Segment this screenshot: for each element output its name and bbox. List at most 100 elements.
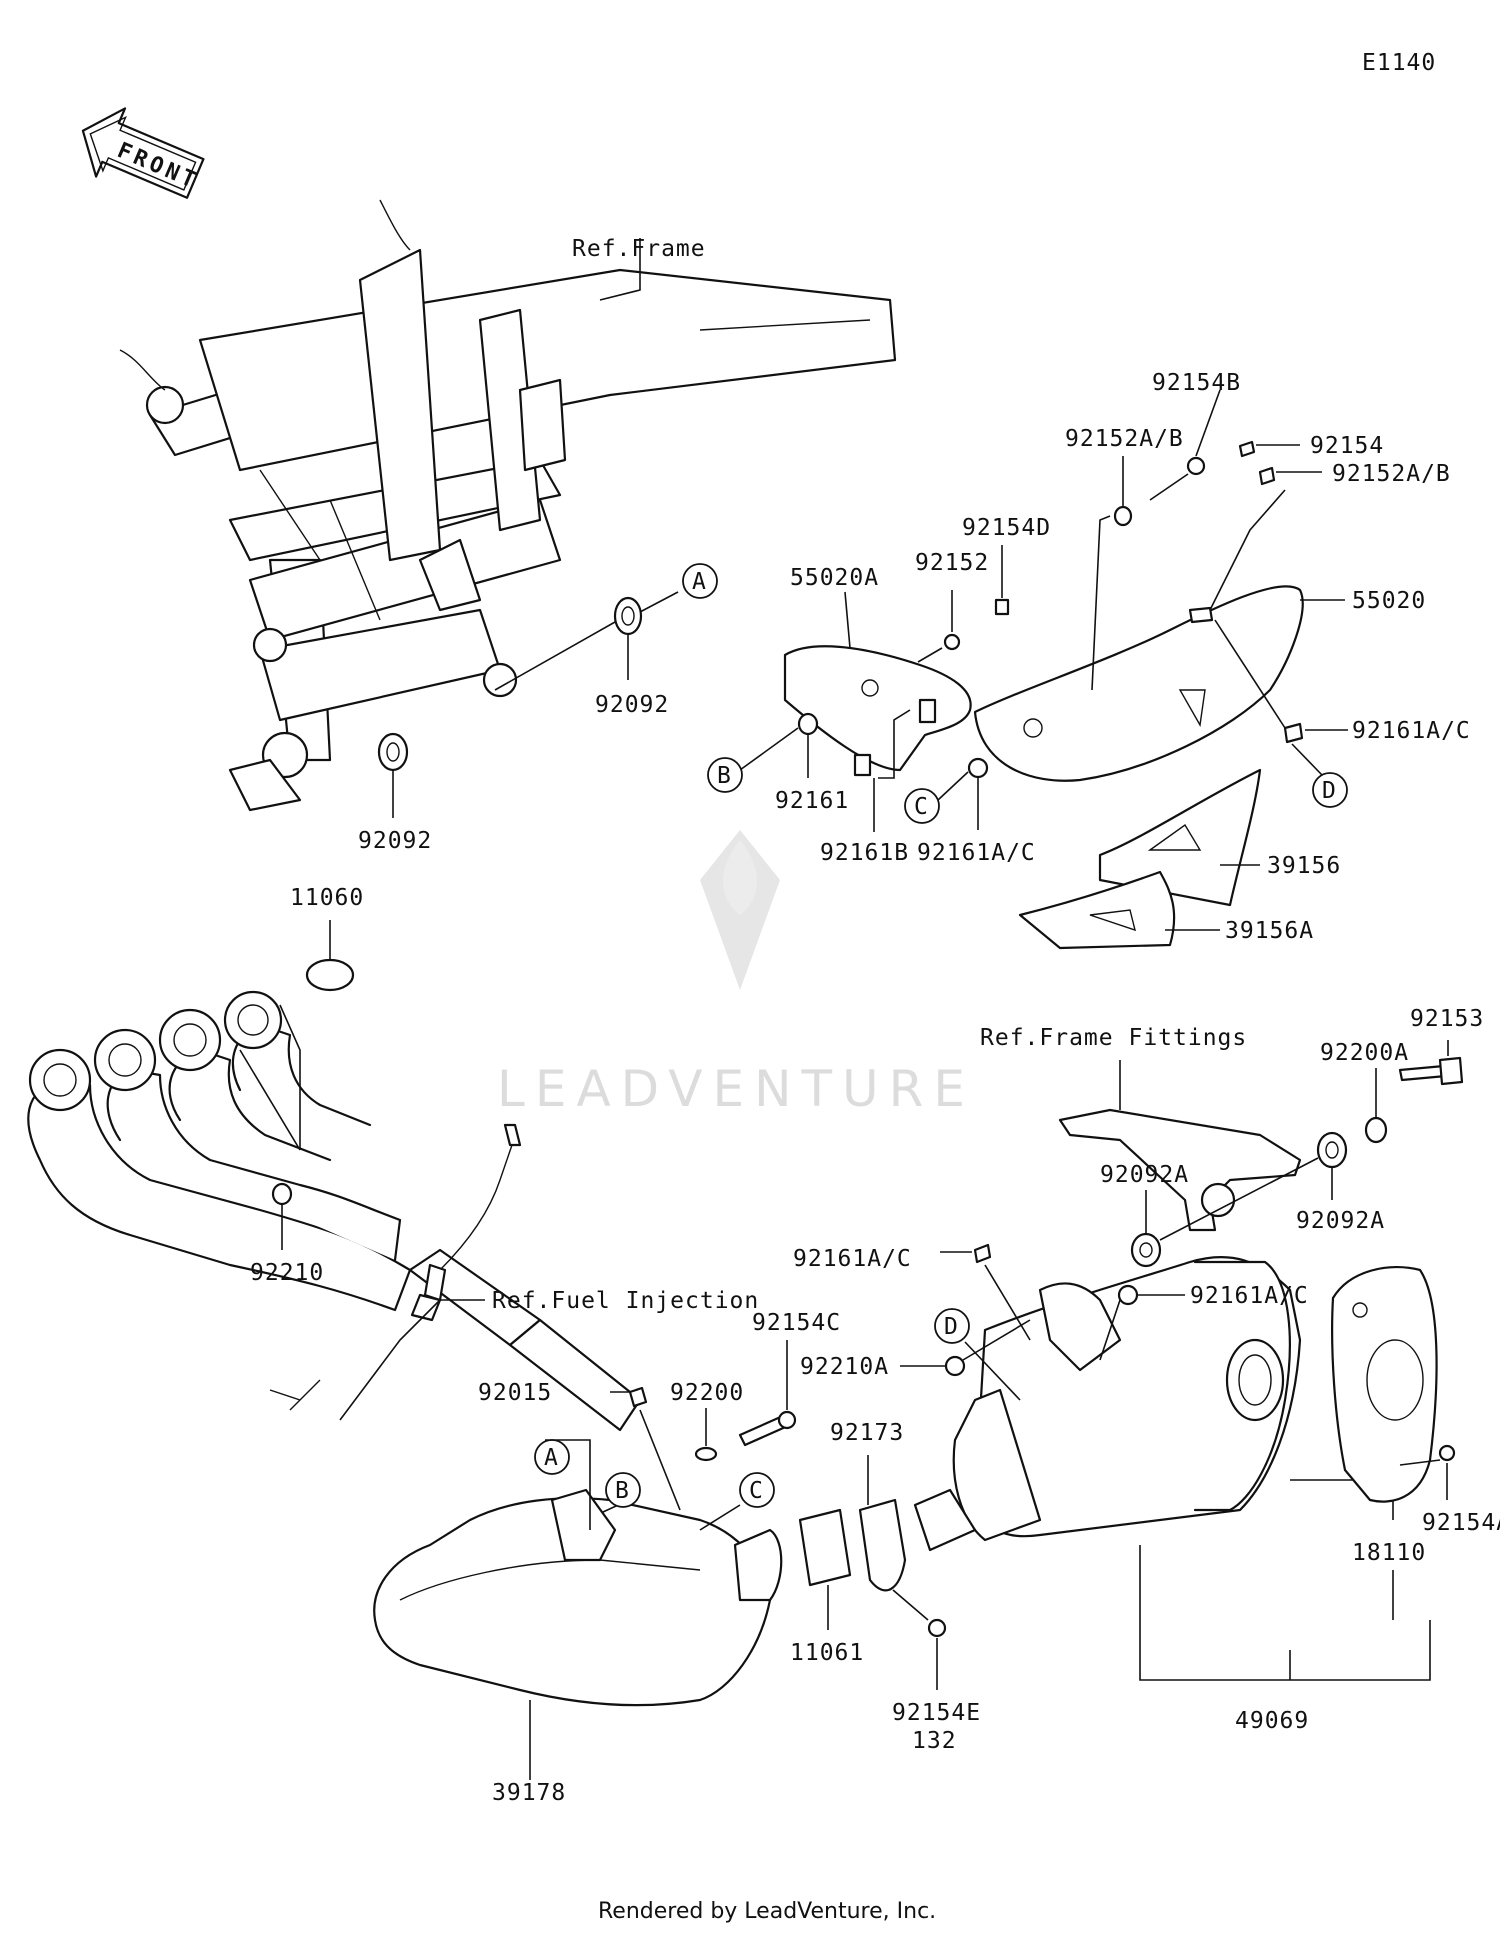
leader — [1214, 619, 1286, 729]
part-92092A-left-label: 92092A — [1100, 1162, 1189, 1188]
clip-92161B — [853, 753, 872, 777]
leader — [639, 591, 679, 613]
bolt-92154A — [1438, 1444, 1456, 1462]
bushing-92092-bottom — [377, 732, 409, 772]
clip — [918, 698, 937, 724]
leader — [964, 1341, 1021, 1401]
part-92092A-right-label: 92092A — [1296, 1208, 1385, 1234]
bolt-92154E — [927, 1618, 947, 1638]
leader — [279, 1004, 301, 1150]
part-92152-label: 92152 — [915, 550, 989, 576]
part-55020A-label: 55020A — [790, 565, 879, 591]
part-92015-label: 92015 — [478, 1380, 552, 1406]
part-92210A-label: 92210A — [800, 1354, 889, 1380]
callout-A-bottom — [534, 1439, 570, 1475]
bolt-head — [777, 1410, 797, 1430]
part-11060-label: 11060 — [290, 885, 364, 911]
leader — [1291, 743, 1323, 776]
callout-A-bottom-label: A — [544, 1445, 559, 1471]
ref-frame-leader — [599, 238, 641, 301]
nut-92210A — [944, 1355, 966, 1377]
callout-C-top — [904, 788, 940, 824]
front-arrow-icon: FRONT — [81, 107, 205, 199]
leader — [1159, 1157, 1319, 1241]
part-132-label: 132 — [912, 1728, 957, 1754]
callout-B-top-label: B — [717, 763, 732, 789]
bushing-92092A-right — [1316, 1131, 1348, 1169]
part-92154A-label: 92154A — [1422, 1510, 1500, 1536]
leader — [962, 1319, 1031, 1361]
leader — [937, 771, 969, 801]
leader — [1195, 389, 1221, 457]
guard-hole — [1023, 718, 1043, 738]
callout-D-bottom-label: D — [944, 1314, 959, 1340]
grommet-92161AC-right — [1283, 722, 1304, 744]
callout-A-top-label: A — [692, 569, 707, 595]
callout-A-top — [682, 563, 718, 599]
washer-92200 — [694, 1446, 718, 1462]
bolt-head — [1438, 1056, 1464, 1086]
leader — [639, 1409, 681, 1511]
part-18110-label: 18110 — [1352, 1540, 1426, 1566]
ref-frame-label: Ref.Frame — [572, 236, 706, 262]
guard-tab — [1188, 606, 1214, 624]
part-92154-label: 92154 — [1310, 433, 1384, 459]
leader — [699, 1504, 741, 1531]
muffler-49069 — [913, 1255, 1302, 1552]
watermark: LEADVENTURE — [497, 830, 965, 1118]
part-92200-label: 92200 — [670, 1380, 744, 1406]
leader — [739, 727, 799, 771]
bushing-92092-top — [613, 596, 643, 636]
callout-C-top-label: C — [914, 794, 929, 820]
part-92210-label: 92210 — [250, 1260, 324, 1286]
leader — [984, 1264, 1031, 1341]
bolt-92154 — [1238, 440, 1256, 458]
bolt-92152 — [943, 633, 961, 651]
cover-39156A — [1018, 870, 1176, 950]
part-39178-label: 39178 — [492, 1780, 566, 1806]
part-92161AC-right-label: 92161A/C — [1352, 718, 1471, 744]
fitting-hole — [1200, 1182, 1236, 1218]
oxygen-sensor — [410, 1123, 522, 1322]
gasket-11061 — [798, 1508, 852, 1587]
cover-slot — [1089, 909, 1136, 932]
heat-guard-55020 — [973, 585, 1304, 782]
washer-92152AB-right — [1258, 466, 1276, 486]
grommet-92161 — [797, 712, 819, 736]
leader — [1139, 1545, 1431, 1681]
guard-hole — [861, 679, 879, 697]
callout-D-top-label: D — [1322, 778, 1337, 804]
part-92154E-label: 92154E — [892, 1700, 981, 1726]
callout-B-top — [707, 757, 743, 793]
leader — [1091, 515, 1111, 691]
nut-92210 — [271, 1182, 293, 1206]
part-55020-label: 55020 — [1352, 588, 1426, 614]
leader — [1149, 473, 1189, 501]
leader — [545, 1439, 591, 1530]
footer-credit: Rendered by LeadVenture, Inc. — [598, 1899, 936, 1924]
part-92200A-label: 92200A — [1320, 1040, 1409, 1066]
callout-C-bottom — [739, 1472, 775, 1508]
heat-guard-55020A — [783, 645, 972, 772]
cover-hole — [1352, 1302, 1368, 1318]
diagram-code: E1140 — [1362, 50, 1436, 76]
part-92161AC-lower-label: 92161A/C — [1190, 1283, 1309, 1309]
part-49069-label: 49069 — [1235, 1708, 1309, 1734]
chamber-bracket — [550, 1488, 617, 1562]
leader — [494, 621, 616, 691]
cover-opening — [1366, 1339, 1424, 1421]
washer-92200A — [1364, 1116, 1388, 1144]
part-92153-label: 92153 — [1410, 1006, 1484, 1032]
callout-D-bottom — [934, 1308, 970, 1344]
bushing-bore — [1139, 1242, 1153, 1258]
part-92092-top-label: 92092 — [595, 692, 669, 718]
callout-B-bottom — [605, 1472, 641, 1508]
part-92092-bottom-label: 92092 — [358, 828, 432, 854]
screw-92154D — [994, 598, 1010, 616]
callout-C-bottom-label: C — [749, 1478, 764, 1504]
leader — [844, 591, 851, 649]
callout-B-bottom-label: B — [615, 1478, 630, 1504]
part-92152AB-right-label: 92152A/B — [1332, 461, 1451, 487]
part-11061-label: 11061 — [790, 1640, 864, 1666]
